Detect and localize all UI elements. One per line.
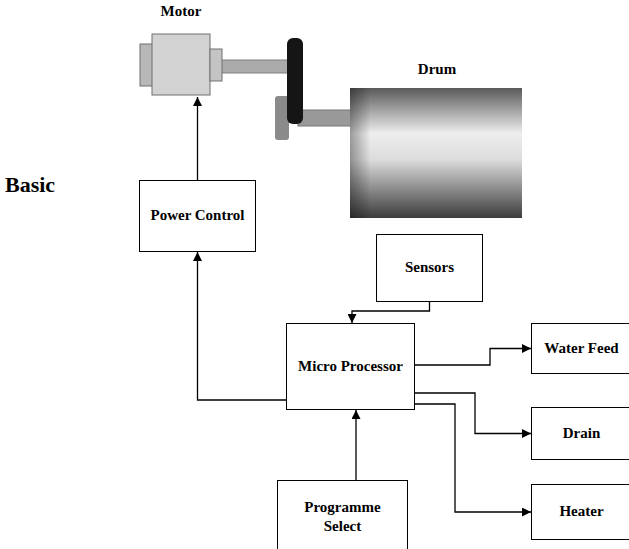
signal-arrow: [415, 349, 531, 366]
input-box: Programme Select: [277, 480, 408, 549]
text-holder: Water Feed: [538, 339, 624, 359]
box-label: Micro Processor: [292, 357, 409, 377]
process-box: Power Control: [139, 180, 256, 252]
signal-arrow: [352, 302, 430, 323]
drum-body: [350, 88, 522, 218]
box-label: Heater: [553, 502, 609, 522]
motor-illustration: Motor: [138, 2, 224, 97]
text-holder: Heater: [553, 502, 609, 522]
title-label: Basic: [5, 172, 55, 198]
signal-arrow: [198, 252, 287, 400]
output-box: Drain: [531, 407, 629, 460]
output-box: Water Feed: [531, 323, 629, 374]
drum-shaft: [298, 110, 354, 126]
box-label: Water Feed: [538, 339, 624, 359]
drum-illustration: Drum: [350, 60, 524, 218]
signal-arrow: [197, 97, 198, 180]
box-label: Sensors: [399, 258, 460, 278]
drum-pulley: [275, 96, 289, 140]
drum-shade: [350, 88, 522, 218]
motor-drawing: [138, 32, 224, 97]
signal-arrow: [415, 404, 531, 512]
box-label: Programme Select: [278, 498, 407, 537]
text-holder: Sensors: [399, 258, 460, 278]
processor-box: Micro Processor: [286, 323, 415, 410]
part-heading: Drum: [350, 60, 524, 80]
output-box: Heater: [531, 484, 629, 540]
box-label: Drain: [557, 424, 607, 444]
drive-belt: [287, 38, 303, 124]
signal-arrow: [415, 393, 531, 434]
text-holder: Power Control: [144, 206, 250, 226]
signal-arrow: [355, 410, 356, 480]
text-holder: Drain: [557, 424, 607, 444]
sensor-box: Sensors: [376, 234, 483, 302]
part-heading: Motor: [138, 2, 224, 22]
motor-shaft: [218, 60, 290, 73]
text-holder: Micro Processor: [292, 357, 409, 377]
box-label: Power Control: [144, 206, 250, 226]
text-holder: Programme Select: [278, 498, 407, 537]
motor-body: [152, 34, 210, 95]
motor-flange: [210, 49, 222, 81]
drum-drawing: [350, 88, 524, 218]
